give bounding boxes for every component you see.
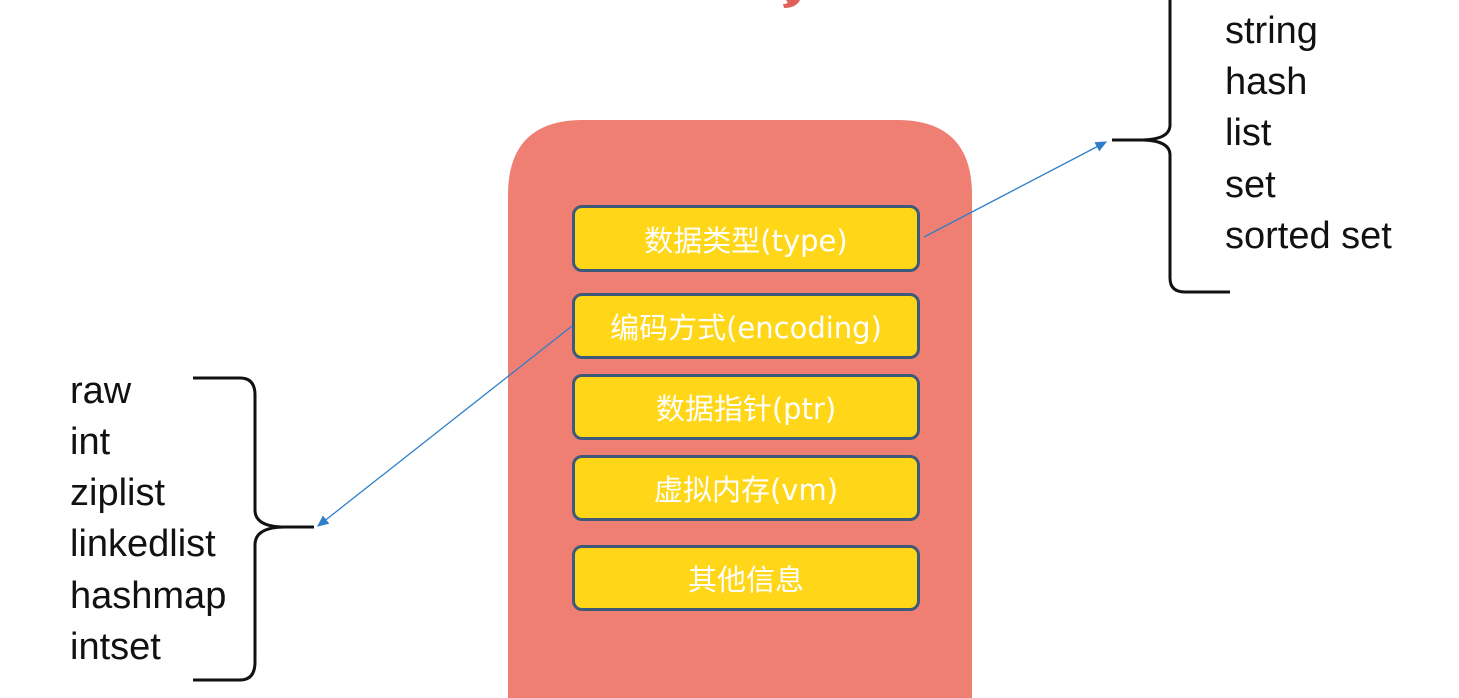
type-item: hash (1225, 61, 1308, 103)
type-item: sorted set (1225, 215, 1392, 257)
encoding-item: raw (70, 370, 132, 412)
encoding-item: ziplist (70, 472, 166, 514)
encoding-arrow (316, 325, 573, 527)
encoding-item: linkedlist (70, 523, 216, 565)
encoding-item: int (70, 421, 111, 463)
type-item: set (1225, 164, 1276, 206)
encoding-item: intset (70, 626, 161, 668)
title-fragment (783, 0, 800, 8)
type-arrow (923, 141, 1108, 238)
encodings-brace (193, 376, 314, 682)
types-brace (1112, 0, 1230, 294)
field-ptr: 数据指针(ptr) (572, 374, 920, 440)
field-vm: 虚拟内存(vm) (572, 455, 920, 521)
type-item: string (1225, 10, 1318, 52)
field-other-info: 其他信息 (572, 545, 920, 611)
field-encoding: 编码方式(encoding) (572, 293, 920, 359)
encoding-item: hashmap (70, 575, 227, 617)
field-type: 数据类型(type) (572, 205, 920, 272)
type-item: list (1225, 112, 1272, 154)
